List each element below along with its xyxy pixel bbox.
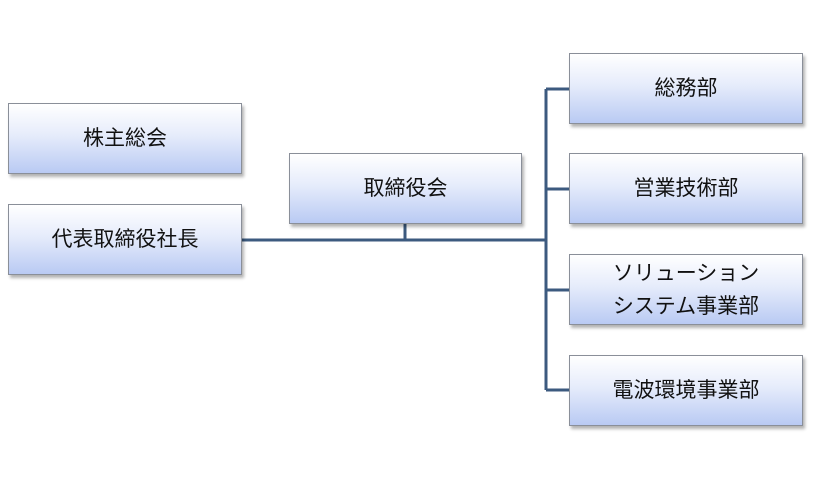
department-box-general-affairs: 総務部 bbox=[569, 53, 803, 124]
department-box-solution-systems: ソリューション システム事業部 bbox=[569, 254, 803, 325]
shareholders-meeting-box: 株主総会 bbox=[8, 103, 242, 174]
department-label-line-1: ソリューション bbox=[612, 260, 760, 285]
department-label: 営業技術部 bbox=[633, 176, 739, 201]
department-box-radio-environment: 電波環境事業部 bbox=[569, 355, 803, 426]
president-label: 代表取締役社長 bbox=[51, 227, 199, 252]
board-of-directors-label: 取締役会 bbox=[363, 176, 448, 201]
department-label: 総務部 bbox=[654, 76, 718, 101]
department-label-line-2: システム事業部 bbox=[612, 293, 760, 318]
shareholders-meeting-label: 株主総会 bbox=[83, 126, 167, 151]
department-label: 電波環境事業部 bbox=[612, 378, 760, 403]
department-box-sales-engineering: 営業技術部 bbox=[569, 153, 803, 224]
president-box: 代表取締役社長 bbox=[8, 204, 242, 275]
board-of-directors-box: 取締役会 bbox=[289, 153, 522, 224]
